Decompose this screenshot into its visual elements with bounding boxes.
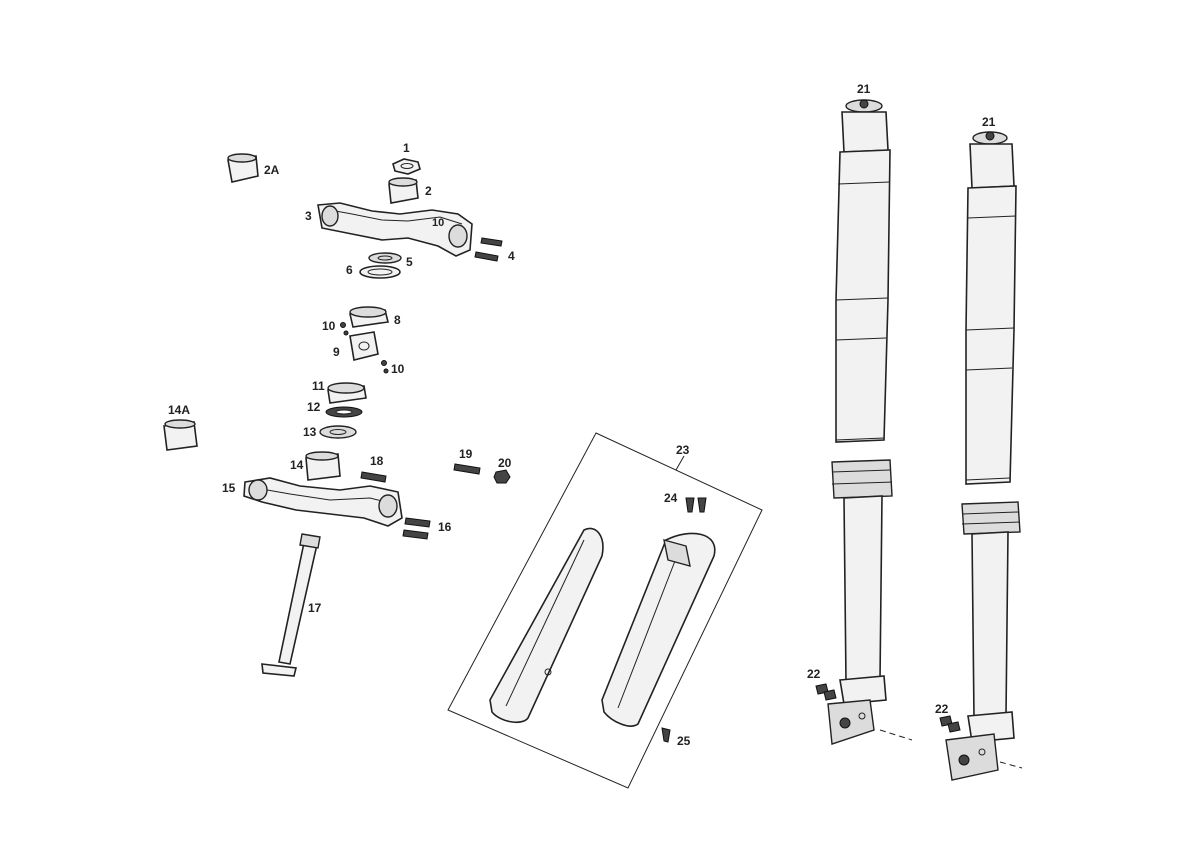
label-4: 4 xyxy=(508,249,515,263)
label-13: 13 xyxy=(303,425,317,439)
part-5-washer xyxy=(368,252,402,264)
part-18-bolt xyxy=(360,471,387,483)
label-16: 16 xyxy=(438,520,452,534)
label-8: 8 xyxy=(394,313,401,327)
label-19: 19 xyxy=(459,447,473,461)
label-2: 2 xyxy=(425,184,432,198)
label-10-upper: 10 xyxy=(322,319,336,333)
label-6: 6 xyxy=(346,263,353,277)
label-17: 17 xyxy=(308,601,322,615)
part-13-dust-seal xyxy=(319,425,357,439)
label-22-left: 22 xyxy=(807,667,821,681)
label-3: 3 xyxy=(305,209,312,223)
label-21-left: 21 xyxy=(857,82,871,96)
label-20: 20 xyxy=(498,456,512,470)
part-2-bushing xyxy=(388,177,419,204)
label-22-right: 22 xyxy=(935,702,949,716)
part-22-bolts-right xyxy=(939,715,961,733)
label-1: 1 xyxy=(403,141,410,155)
label-2a: 2A xyxy=(264,163,280,177)
part-8-bearing xyxy=(349,306,389,328)
part-6-washer xyxy=(359,265,401,279)
label-12: 12 xyxy=(307,400,321,414)
label-23: 23 xyxy=(676,443,690,457)
part-21-fork-leg-left xyxy=(827,99,913,745)
part-14a-bushing xyxy=(163,419,198,451)
part-16-bolts xyxy=(402,517,431,540)
label-5: 5 xyxy=(406,255,413,269)
part-3-upper-triple-clamp: 10 xyxy=(317,202,473,257)
label-18: 18 xyxy=(370,454,384,468)
label-15: 15 xyxy=(222,481,236,495)
part-1-nut xyxy=(392,158,421,175)
part-9-block xyxy=(349,331,379,361)
part-15-lower-triple-clamp xyxy=(243,477,403,527)
part-14-bushing xyxy=(305,451,341,481)
part-12-seal xyxy=(325,406,363,418)
label-11: 11 xyxy=(312,379,325,393)
part-21-fork-leg-right xyxy=(945,131,1023,781)
label-9: 9 xyxy=(333,345,340,359)
label-14: 14 xyxy=(290,458,304,472)
part-24-screws xyxy=(685,497,707,513)
fork-guard-left xyxy=(489,527,604,724)
part-23-fork-guard-box xyxy=(447,432,763,789)
label-14a: 14A xyxy=(168,403,190,417)
part-10-screws xyxy=(340,322,389,374)
label-25: 25 xyxy=(677,734,691,748)
fork-guard-right xyxy=(601,532,716,727)
part-25-screw xyxy=(661,727,671,743)
label-10-lower: 10 xyxy=(391,362,405,376)
part-2a-bushing xyxy=(227,153,259,183)
part-20-nut xyxy=(493,469,511,484)
part-19-bolt xyxy=(453,463,481,475)
part-22-bolts-left xyxy=(815,683,837,701)
part-17-steering-stem xyxy=(261,533,321,677)
part-4-bolts xyxy=(474,237,503,262)
label-21-right: 21 xyxy=(982,115,996,129)
part-11-bearing xyxy=(327,382,367,404)
svg-text:10: 10 xyxy=(432,217,444,229)
label-24: 24 xyxy=(664,491,678,505)
